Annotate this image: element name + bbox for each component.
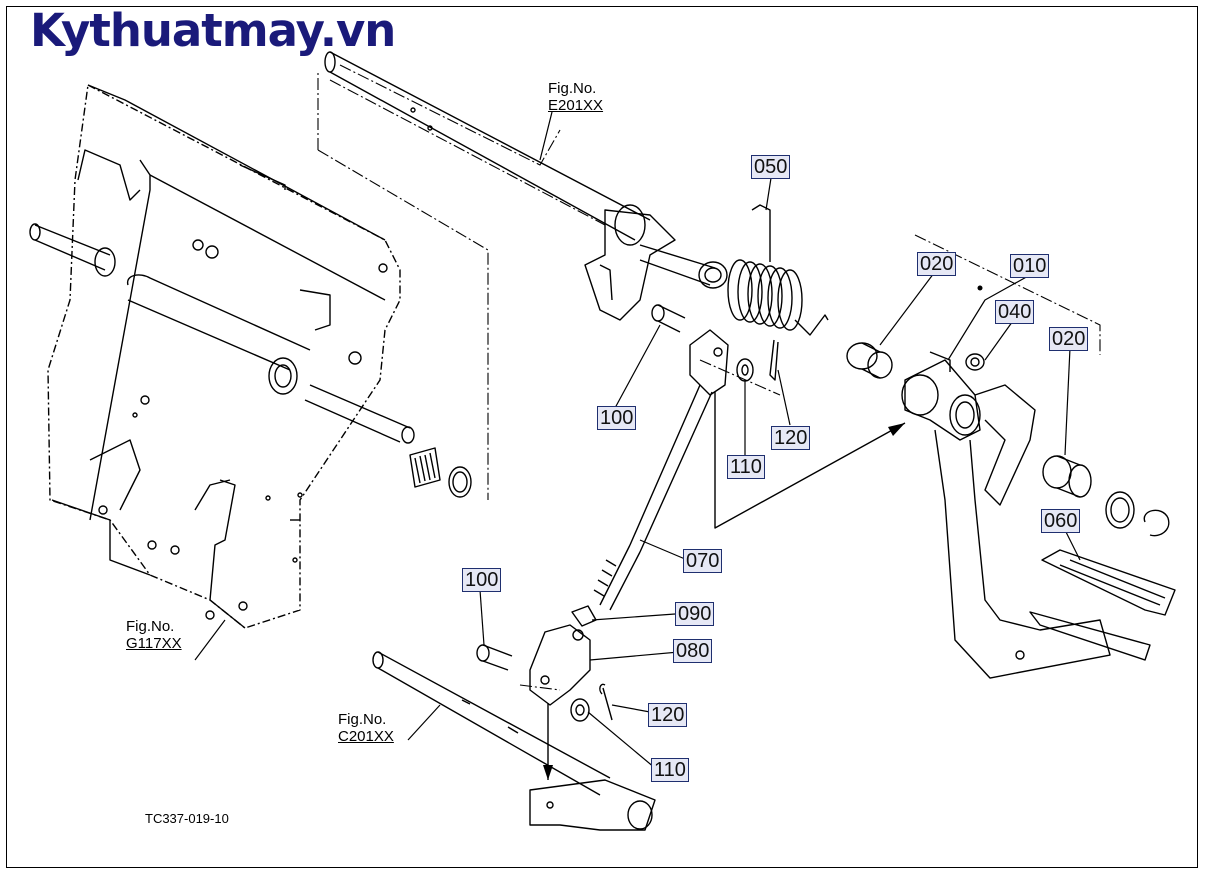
rod-070 xyxy=(593,384,713,611)
callout-120[interactable]: 120 xyxy=(648,703,688,727)
brake-pedal-010 xyxy=(901,351,1111,679)
callout-070[interactable]: 070 xyxy=(683,549,723,573)
callout-050[interactable]: 050 xyxy=(751,155,791,179)
fig-ref-e201xx[interactable]: Fig.No. E201XX xyxy=(548,80,603,114)
nut-090 xyxy=(571,605,597,627)
top-shaft xyxy=(324,51,728,321)
callout-090[interactable]: 090 xyxy=(675,602,715,626)
callout-040[interactable]: 040 xyxy=(995,300,1035,324)
drawing-frame xyxy=(6,6,1198,868)
lower-shaft xyxy=(372,651,656,831)
pin-100-bottom xyxy=(476,644,513,671)
bushing-020-b xyxy=(1042,455,1092,498)
frame-bracket-detail xyxy=(29,84,472,629)
callout-120[interactable]: 120 xyxy=(771,426,811,450)
clevis-top xyxy=(689,329,729,396)
assembly-arrows xyxy=(547,392,906,780)
bushing-020-a xyxy=(846,342,893,379)
brand-logo[interactable]: Kythuatmay.vn xyxy=(30,4,396,57)
frame-bracket xyxy=(47,84,401,629)
callout-110[interactable]: 110 xyxy=(727,455,765,479)
callout-020[interactable]: 020 xyxy=(917,252,957,276)
callout-020[interactable]: 020 xyxy=(1049,327,1089,351)
nut-040 xyxy=(965,353,985,371)
torsion-spring-050 xyxy=(727,204,829,336)
fig-ref-label: Fig.No. xyxy=(338,711,387,728)
callout-leaders xyxy=(194,111,1081,769)
fig-ref-code: C201XX xyxy=(338,728,394,745)
fig-ref-c201xx[interactable]: Fig.No. C201XX xyxy=(338,711,394,745)
washer-110-bottom xyxy=(570,698,590,722)
pedal-pad-060 xyxy=(1029,549,1176,661)
leader-lines xyxy=(317,64,1101,691)
fig-ref-label: Fig.No. xyxy=(126,618,175,635)
pin-100-top xyxy=(651,304,686,333)
fig-ref-code: E201XX xyxy=(548,97,604,114)
callout-080[interactable]: 080 xyxy=(673,639,713,663)
fig-ref-label: Fig.No. xyxy=(548,80,597,97)
cotter-120-bottom xyxy=(599,683,613,721)
callout-100[interactable]: 100 xyxy=(462,568,502,592)
callout-100[interactable]: 100 xyxy=(597,406,637,430)
drawing-code: TC337-019-10 xyxy=(145,811,229,826)
cotter-120-top xyxy=(769,339,779,381)
fig-ref-code: G117XX xyxy=(126,635,182,652)
callout-010[interactable]: 010 xyxy=(1010,254,1050,278)
clevis-080 xyxy=(529,624,591,706)
fig-ref-g117xx[interactable]: Fig.No. G117XX xyxy=(126,618,182,652)
washer-110-top xyxy=(736,358,754,382)
callout-060[interactable]: 060 xyxy=(1041,509,1081,533)
callout-110[interactable]: 110 xyxy=(651,758,689,782)
washer-and-clip xyxy=(1105,491,1170,537)
